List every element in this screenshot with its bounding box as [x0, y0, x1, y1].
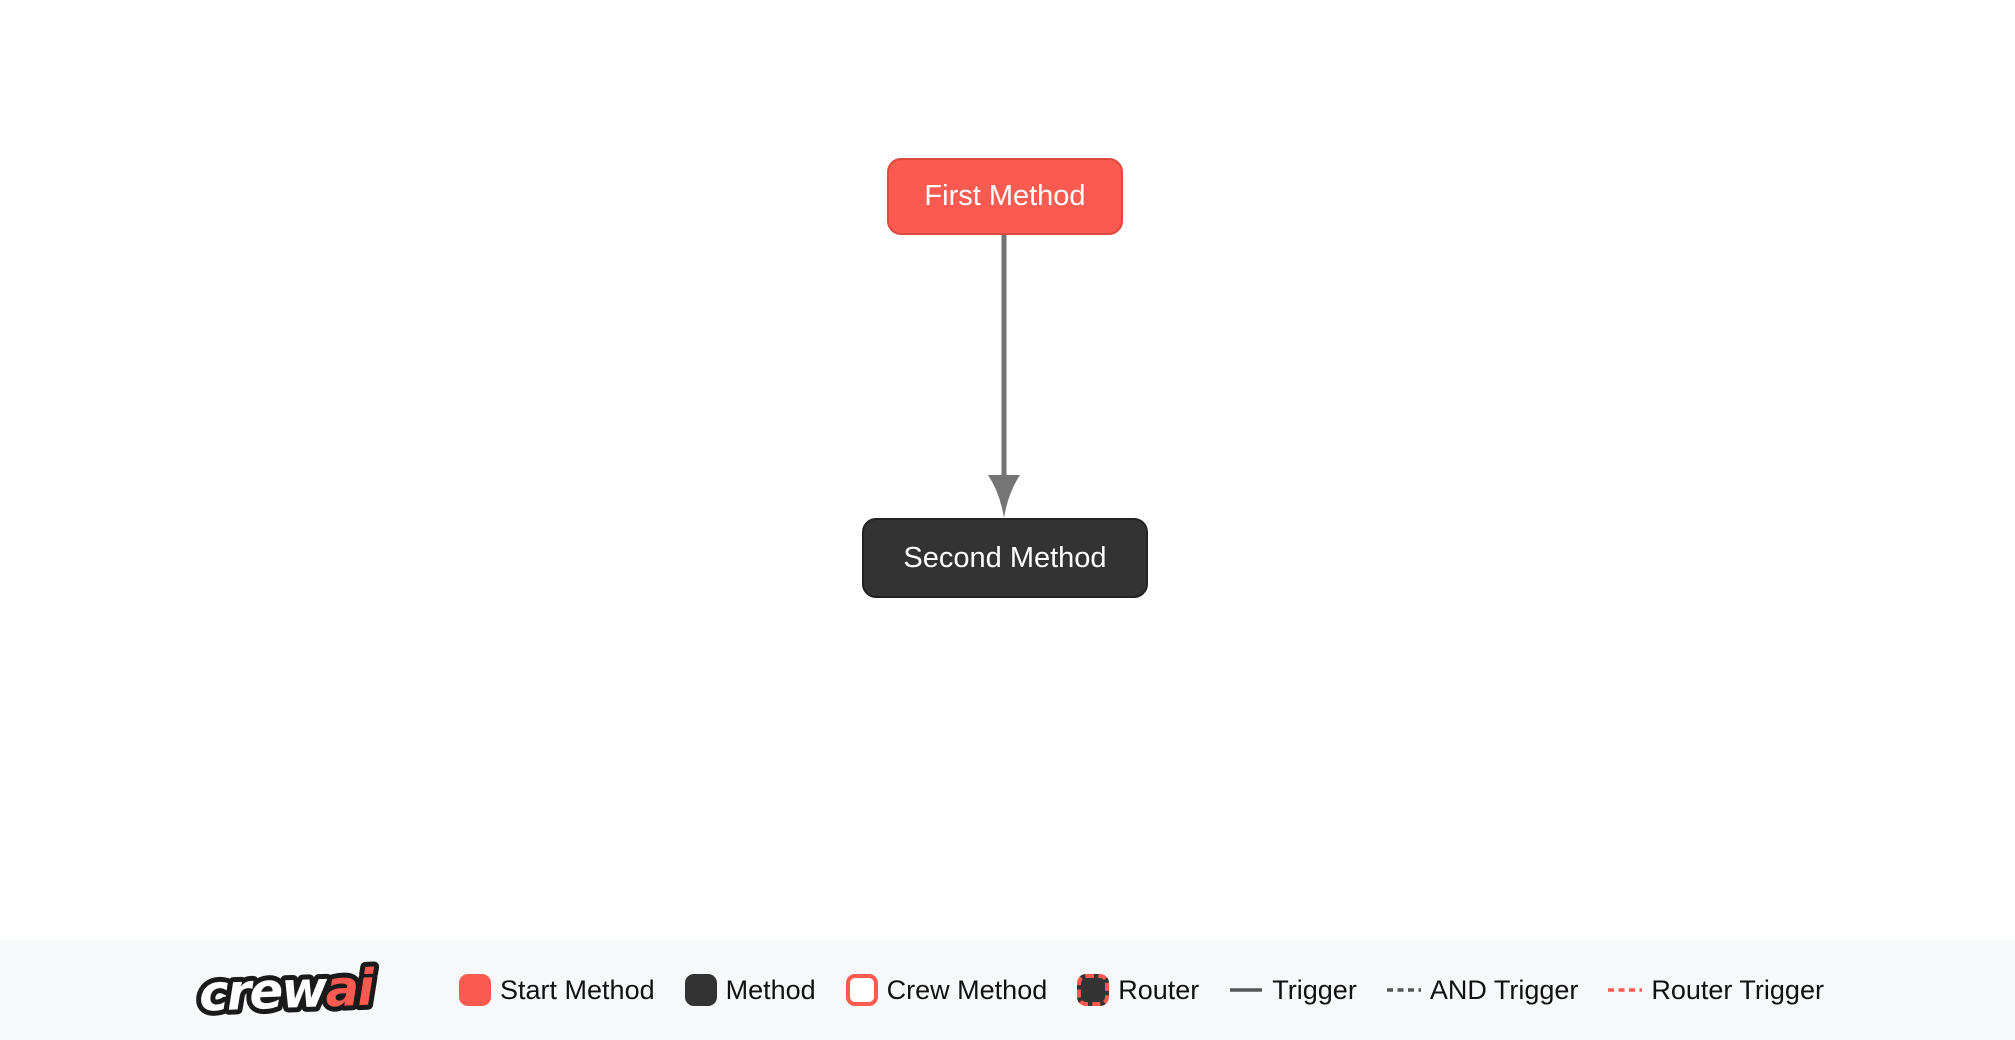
logo-text-ai: ai	[324, 959, 376, 1019]
trigger-edge[interactable]	[975, 235, 1035, 519]
legend-item-and-trigger: AND Trigger	[1386, 974, 1579, 1006]
legend-item-method: Method	[684, 974, 816, 1006]
flow-node-method[interactable]: Second Method	[862, 518, 1148, 598]
router-swatch-icon	[1077, 974, 1110, 1006]
legend-label: AND Trigger	[1429, 974, 1579, 1005]
flow-node-label: Second Method	[903, 541, 1107, 574]
legend-item-trigger: Trigger	[1229, 975, 1357, 1006]
flow-node-start-method[interactable]: First Method	[887, 158, 1123, 235]
start-method-swatch-icon	[459, 974, 492, 1006]
svg-text:crewai: crewai	[198, 959, 376, 1023]
router-trigger-dashed-line-icon	[1608, 988, 1643, 992]
legend-label: Method	[725, 974, 816, 1005]
legend-item-start-method: Start Method	[459, 974, 655, 1006]
legend-item-router-trigger: Router Trigger	[1608, 975, 1824, 1006]
and-trigger-dashed-line-icon	[1386, 988, 1421, 992]
flow-node-label: First Method	[924, 180, 1086, 212]
crew-method-swatch-icon	[845, 974, 878, 1006]
legend-label: Start Method	[500, 974, 655, 1005]
crewai-logo: crewai	[193, 954, 381, 1027]
legend-label: Crew Method	[886, 974, 1048, 1005]
legend-item-crew-method: Crew Method	[845, 974, 1048, 1006]
arrowhead-down-icon	[988, 475, 1020, 518]
method-swatch-icon	[684, 974, 717, 1006]
flow-canvas[interactable]: First Method Second Method	[0, 0, 2015, 940]
legend-bar: crewai Start Method Method Crew Method R…	[0, 940, 2015, 1040]
legend-label: Router	[1118, 974, 1200, 1005]
legend-label: Router Trigger	[1651, 974, 1824, 1005]
logo-text-crew: crew	[198, 960, 329, 1022]
legend-item-router: Router	[1077, 974, 1199, 1006]
legend-label: Trigger	[1272, 974, 1357, 1005]
trigger-line-icon	[1230, 988, 1263, 992]
